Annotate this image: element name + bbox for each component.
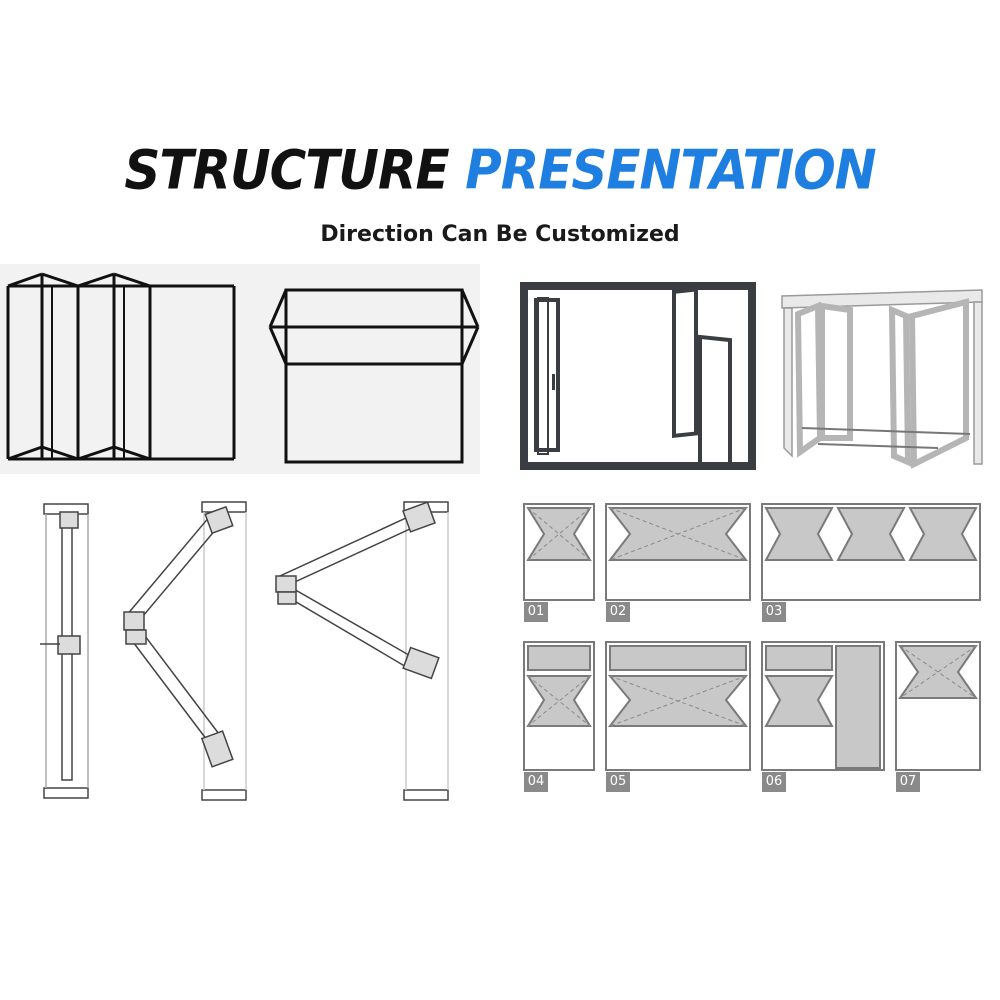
page-title: STRUCTURE PRESENTATION bbox=[0, 135, 1000, 204]
title-structure: STRUCTURE bbox=[124, 138, 449, 202]
config-label-02: 02 bbox=[606, 602, 630, 622]
dark-frame-door-render bbox=[520, 282, 760, 470]
folding-door-elevation-diagram bbox=[0, 264, 480, 474]
folding-hinge-plan-diagram bbox=[10, 498, 480, 802]
white-frame-door-render bbox=[778, 288, 986, 470]
config-label-04: 04 bbox=[524, 772, 548, 792]
config-label-01: 01 bbox=[524, 602, 548, 622]
config-label-05: 05 bbox=[606, 772, 630, 792]
title-presentation: PRESENTATION bbox=[465, 138, 877, 202]
page-subtitle: Direction Can Be Customized bbox=[320, 222, 680, 247]
config-label-07: 07 bbox=[896, 772, 920, 792]
config-label-06: 06 bbox=[762, 772, 786, 792]
config-label-03: 03 bbox=[762, 602, 786, 622]
configuration-schemes: 01 02 03 04 05 06 07 bbox=[518, 500, 986, 796]
